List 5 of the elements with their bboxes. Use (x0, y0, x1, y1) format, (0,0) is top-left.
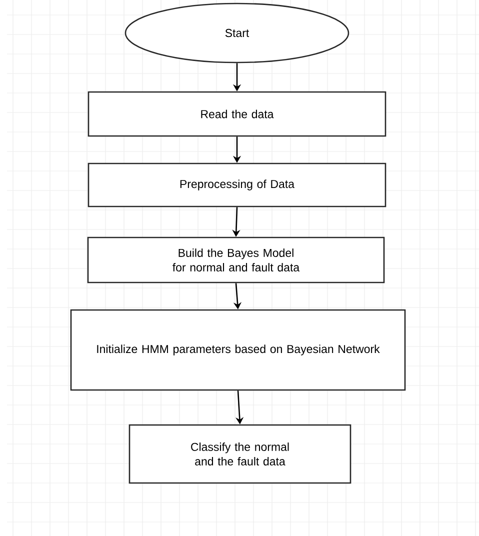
process-box: Build the Bayes Model for normal and fault data (87, 236, 385, 284)
process-box: Read the data (88, 91, 386, 137)
process-box: Initialize HMM parameters based on Bayesian Network (70, 309, 406, 391)
process-box: Classify the normal and the fault data (128, 424, 352, 484)
process-box: Preprocessing of Data (88, 162, 386, 208)
